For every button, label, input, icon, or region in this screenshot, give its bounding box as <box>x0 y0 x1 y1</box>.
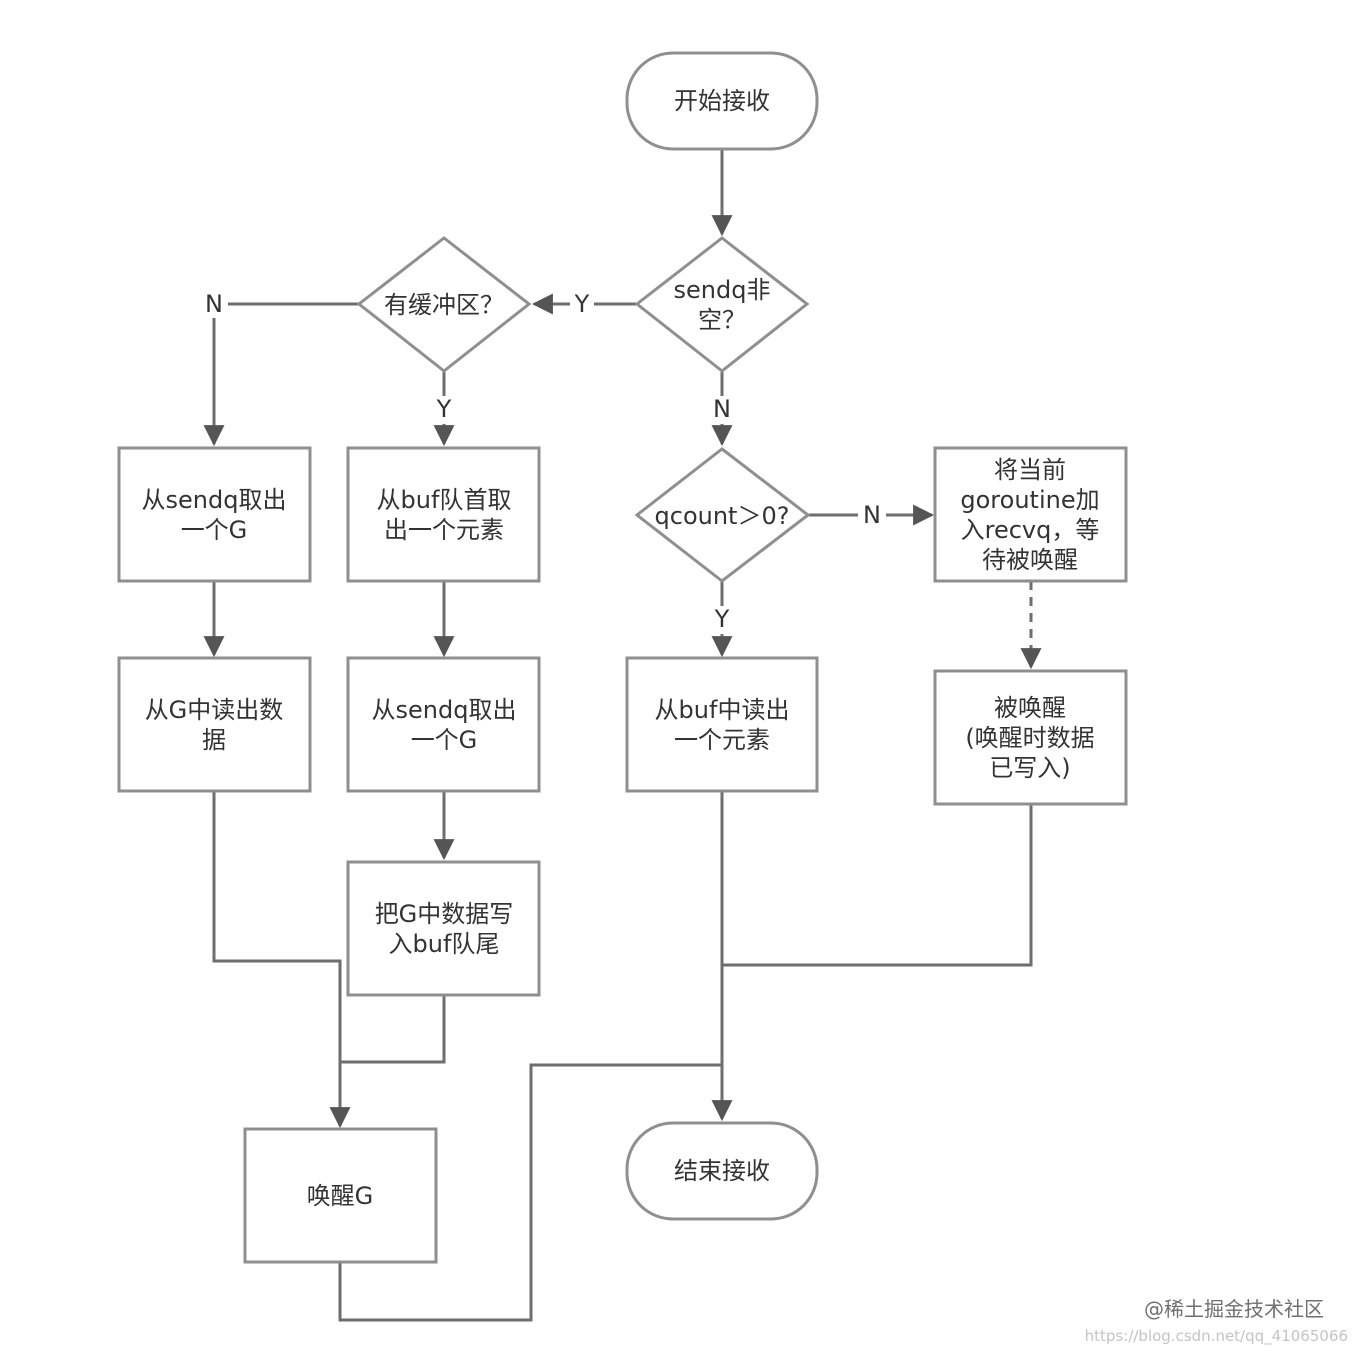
edge-read-g-to-wake <box>212 791 351 1129</box>
svg-text:开始接收: 开始接收 <box>674 87 770 115</box>
svg-text:把G中数据写入buf队尾: 把G中数据写入buf队尾 <box>375 900 514 958</box>
node-label-line: 据 <box>202 726 226 754</box>
node-wake-g: 唤醒G <box>243 1127 438 1264</box>
watermark-brand: @稀土掘金技术社区 <box>1144 1297 1324 1321</box>
node-take-g-from-sendq-b: 从sendq取出一个G <box>346 656 541 793</box>
nodes: 开始接收 sendq非空？ 有缓冲区？ 从sendq取出一个G 从buf队首取出… <box>117 51 1128 1264</box>
node-label-line: 结束接收 <box>674 1157 770 1185</box>
node-start: 开始接收 <box>625 51 819 151</box>
edge-woken-to-end <box>722 804 1033 967</box>
edge-write-tail-to-wake <box>340 995 446 1064</box>
svg-text:有缓冲区？: 有缓冲区？ <box>384 291 504 319</box>
node-label-line: 一个G <box>411 726 478 754</box>
svg-text:结束接收: 结束接收 <box>674 1157 770 1185</box>
label-buffer-no: N <box>205 290 223 318</box>
watermark: @稀土掘金技术社区 https://blog.csdn.net/qq_41065… <box>1085 1297 1348 1346</box>
node-label-line: 一个元素 <box>674 726 770 754</box>
node-label-line: 唤醒G <box>307 1182 374 1210</box>
node-label-line: qcount＞0? <box>655 502 790 530</box>
svg-text:被唤醒(唤醒时数据已写入): 被唤醒(唤醒时数据已写入) <box>965 694 1094 782</box>
connectors <box>203 150 1042 1322</box>
label-qcount-no: N <box>863 501 881 529</box>
node-label-line: 被唤醒 <box>994 694 1066 722</box>
node-label-line: 将当前 <box>994 456 1066 484</box>
node-woken-up: 被唤醒(唤醒时数据已写入) <box>933 669 1128 806</box>
watermark-url: https://blog.csdn.net/qq_41065066 <box>1085 1327 1348 1346</box>
svg-text:从buf中读出一个元素: 从buf中读出一个元素 <box>655 696 790 754</box>
node-has-buffer-decision: 有缓冲区？ <box>356 236 532 373</box>
label-sendq-yes: Y <box>574 290 590 318</box>
svg-text:从sendq取出一个G: 从sendq取出一个G <box>372 696 517 754</box>
node-label-line: 已写入) <box>989 754 1070 782</box>
node-label-line: 有缓冲区？ <box>384 291 504 319</box>
svg-text:从buf队首取出一个元素: 从buf队首取出一个元素 <box>377 486 512 544</box>
svg-text:唤醒G: 唤醒G <box>307 1182 374 1210</box>
edge-buffer-no-to-take-g <box>203 302 359 447</box>
node-take-from-buf-head: 从buf队首取出一个元素 <box>346 446 541 583</box>
label-buffer-yes: Y <box>436 395 452 423</box>
edge-wake-to-end <box>338 1063 722 1322</box>
label-qcount-yes: Y <box>714 605 730 633</box>
node-label-line: 从G中读出数 <box>145 696 284 724</box>
node-label-line: 入buf队尾 <box>389 930 500 958</box>
node-label-line: 把G中数据写 <box>375 900 514 928</box>
node-take-g-from-sendq-a: 从sendq取出一个G <box>117 446 312 583</box>
node-read-from-buf: 从buf中读出一个元素 <box>625 656 819 793</box>
node-read-from-g: 从G中读出数据 <box>117 656 312 793</box>
node-label-line: sendq非 <box>674 276 771 304</box>
node-label-line: 开始接收 <box>674 87 770 115</box>
node-label-line: 从sendq取出 <box>142 486 287 514</box>
node-label-line: goroutine加 <box>960 486 1099 514</box>
node-sendq-nonempty-decision: sendq非空？ <box>634 236 810 373</box>
edge-labels: Y N N Y N Y <box>200 290 886 634</box>
node-end: 结束接收 <box>625 1121 819 1221</box>
node-qcount-decision: qcount＞0? <box>634 447 811 583</box>
svg-text:从sendq取出一个G: 从sendq取出一个G <box>142 486 287 544</box>
node-label-line: 入recvq，等 <box>961 516 1100 544</box>
svg-text:qcount＞0?: qcount＞0? <box>655 502 790 530</box>
node-label-line: 从buf队首取 <box>377 486 512 514</box>
node-label-line: 出一个元素 <box>384 516 504 544</box>
svg-text:从G中读出数据: 从G中读出数据 <box>145 696 284 754</box>
node-label-line: 从sendq取出 <box>372 696 517 724</box>
node-label-line: 一个G <box>181 516 248 544</box>
node-write-to-buf-tail: 把G中数据写入buf队尾 <box>346 860 541 997</box>
svg-text:sendq非空？: sendq非空？ <box>674 276 771 334</box>
node-label-line: 空？ <box>698 306 746 334</box>
node-label-line: (唤醒时数据 <box>965 724 1094 752</box>
node-label-line: 待被唤醒 <box>982 546 1078 574</box>
node-label-line: 从buf中读出 <box>655 696 790 724</box>
label-sendq-no: N <box>713 395 731 423</box>
